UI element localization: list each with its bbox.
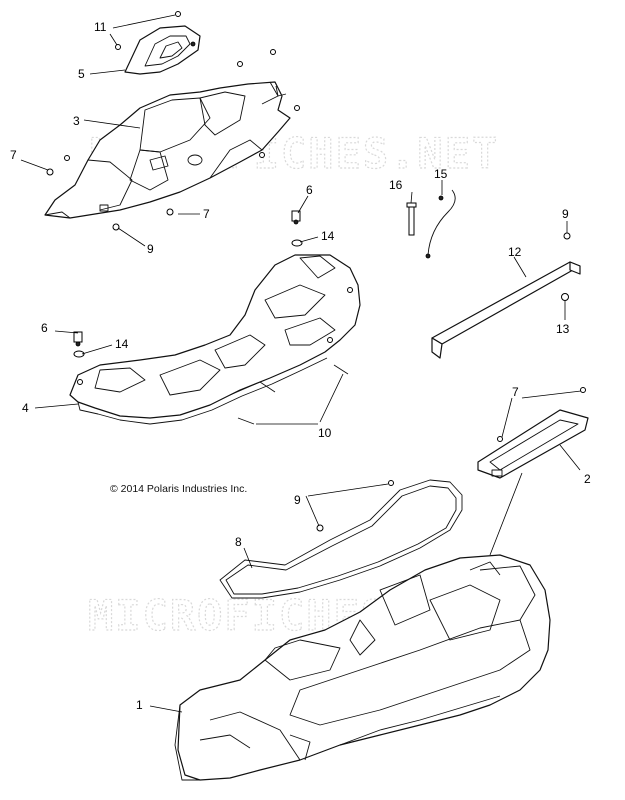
screw-7-left[interactable] (46, 155, 70, 176)
callout-6-top: 6 (306, 183, 313, 197)
washer-14-left[interactable] (73, 350, 85, 358)
push-fastener-6-left[interactable] (73, 331, 83, 347)
front-body-fender[interactable] (44, 81, 291, 219)
callout-11: 11 (94, 20, 107, 34)
callout-14-left: 14 (115, 337, 129, 351)
callout-14-top: 14 (321, 229, 335, 243)
callout-12: 12 (508, 245, 522, 259)
push-fastener-6-top[interactable] (291, 210, 301, 225)
bracket[interactable] (431, 261, 581, 359)
callout-8: 8 (235, 535, 242, 549)
hardware-group (46, 11, 586, 532)
screw-7-top[interactable] (237, 49, 300, 158)
washer-14-top[interactable] (291, 239, 303, 247)
callout-7-left: 7 (10, 148, 17, 162)
callout-9-front: 9 (147, 242, 154, 256)
callout-7-mid: 7 (203, 207, 210, 221)
rivet-9-front[interactable] (112, 223, 120, 231)
callout-2: 2 (584, 472, 591, 486)
screw-7-mid[interactable] (166, 208, 174, 216)
callout-13: 13 (556, 322, 570, 336)
headlight-pod-cover[interactable] (124, 25, 201, 75)
floor-skid-plate[interactable] (69, 254, 361, 425)
copyright-notice: © 2014 Polaris Industries Inc. (110, 483, 247, 495)
callout-3: 3 (73, 114, 80, 128)
callout-5: 5 (78, 67, 85, 81)
seal[interactable] (219, 479, 463, 599)
rear-body-fender[interactable] (174, 554, 551, 781)
screw-7-lid[interactable] (497, 387, 586, 442)
nut-13[interactable] (561, 293, 569, 301)
callout-9-bracket: 9 (562, 207, 569, 221)
callout-16: 16 (389, 178, 403, 192)
leader-lines (20, 14, 582, 713)
callout-7-lid: 7 (512, 385, 519, 399)
screw-11[interactable] (115, 11, 181, 50)
tool-box-lid-panel[interactable] (477, 409, 589, 479)
callout-15: 15 (434, 167, 448, 181)
callout-6-left: 6 (41, 321, 48, 335)
rivet-9-bracket[interactable] (563, 232, 571, 240)
callout-9-seal: 9 (294, 493, 301, 507)
rivet-9-seal[interactable] (316, 480, 394, 532)
callout-4: 4 (22, 401, 29, 415)
callout-10: 10 (318, 426, 332, 440)
pin-10[interactable] (237, 364, 349, 425)
callout-labels: 11 5 3 7 7 9 6 14 6 14 4 10 16 15 12 9 1… (10, 20, 591, 712)
callout-1: 1 (136, 698, 143, 712)
bolt-16[interactable] (406, 202, 417, 236)
harness-15[interactable] (425, 189, 456, 259)
